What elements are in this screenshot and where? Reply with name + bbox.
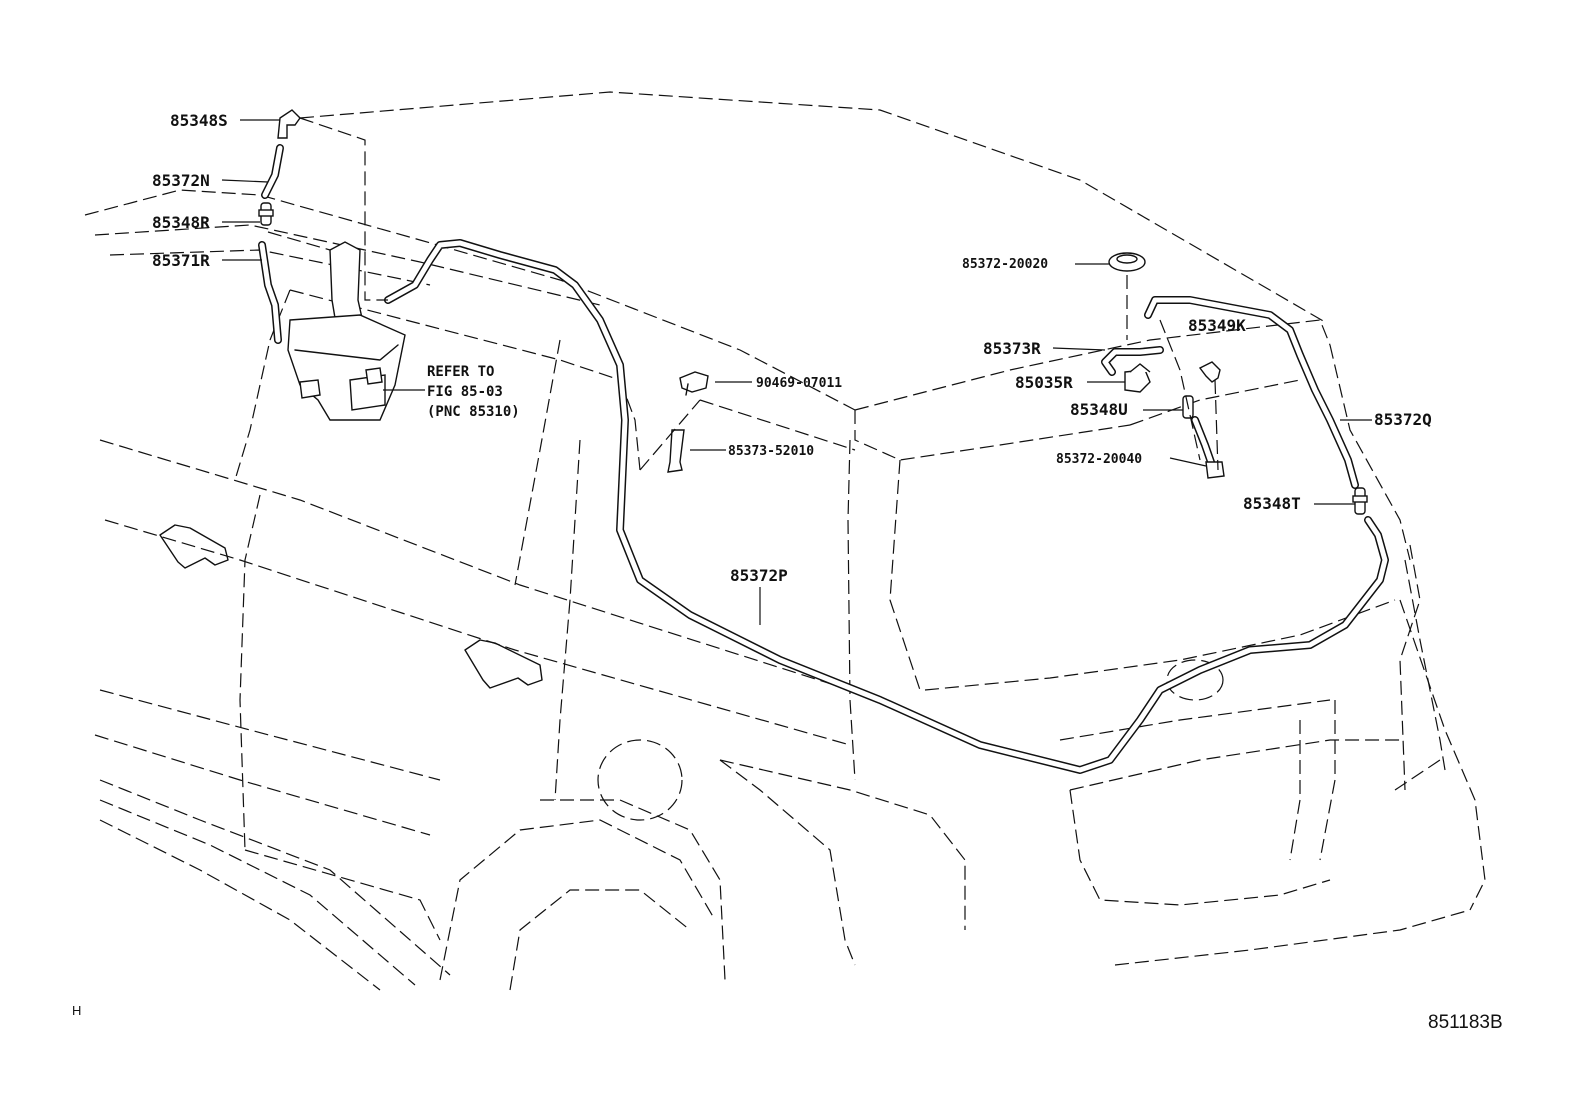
label-85348S: 85348S — [170, 111, 228, 130]
leader-lines — [221, 119, 1372, 625]
label-85372N: 85372N — [152, 171, 210, 190]
door-handles — [159, 524, 543, 689]
connection-lines — [267, 117, 1219, 471]
label-85348T: 85348T — [1243, 494, 1301, 513]
label-85348R: 85348R — [152, 213, 210, 232]
label-85372Q: 85372Q — [1374, 410, 1432, 429]
label-85348U: 85348U — [1070, 400, 1128, 419]
reference-note: REFER TO FIG 85-03 (PNC 85310) — [427, 364, 520, 420]
small-parts — [258, 109, 1368, 515]
corner-mark: H — [72, 1003, 81, 1018]
label-85349K: 85349K — [1188, 316, 1246, 335]
label-85373-52010: 85373-52010 — [728, 444, 814, 459]
label-85372-20020: 85372-20020 — [962, 257, 1048, 272]
label-85035R: 85035R — [1015, 373, 1073, 392]
reference-note-line-1: REFER TO — [427, 364, 494, 380]
part-labels: 85348S 85372N 85348R 85371R 85372-20020 … — [152, 111, 1432, 585]
reference-note-line-2: FIG 85-03 — [427, 384, 503, 400]
label-85372-20040: 85372-20040 — [1056, 452, 1142, 467]
label-85371R: 85371R — [152, 251, 210, 270]
label-85372P: 85372P — [730, 566, 788, 585]
washer-tank — [287, 241, 406, 421]
reference-note-line-3: (PNC 85310) — [427, 404, 520, 420]
label-90469-07011: 90469-07011 — [756, 376, 842, 391]
figure-code: 851183B — [1428, 1012, 1503, 1033]
car-body-outline — [84, 91, 1486, 991]
label-85373R: 85373R — [983, 339, 1041, 358]
hose-lines — [258, 144, 1389, 774]
